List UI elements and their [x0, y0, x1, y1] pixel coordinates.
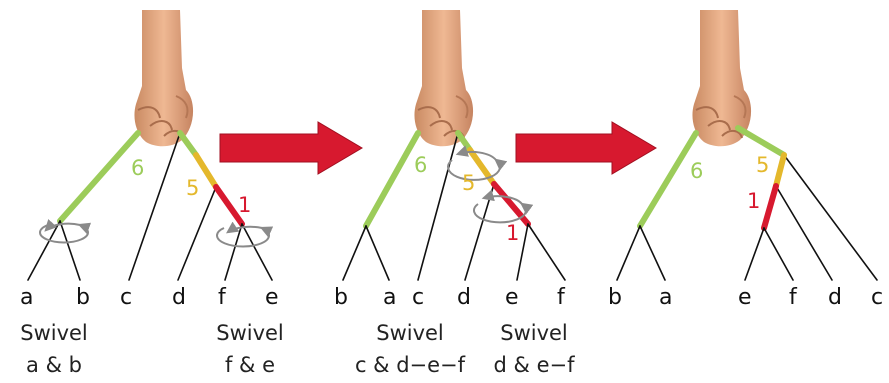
leaf-label: e [505, 285, 519, 310]
caption-line-1: Swivel [376, 321, 444, 345]
right-arrow-icon [219, 121, 363, 175]
branch-6-right [735, 125, 787, 158]
edge-e [516, 223, 529, 281]
branch-label-1: 1 [747, 189, 760, 213]
edge-c [128, 132, 181, 281]
edge-a [27, 220, 61, 281]
leaf-label: c [412, 285, 424, 310]
leaf-label: e [738, 285, 752, 310]
leaf-label: b [76, 285, 90, 310]
caption-line-1: Swivel [216, 321, 284, 345]
branch-label-5: 5 [462, 171, 475, 195]
leaf-label: b [334, 285, 348, 310]
edge-b [616, 225, 641, 281]
caption-line-2: d & e−f [494, 353, 576, 377]
branch-6 [363, 130, 421, 229]
edge-d [775, 185, 833, 281]
leaf-label: f [557, 285, 566, 310]
branch-1 [761, 183, 779, 231]
rotate-arrow-icon [473, 189, 534, 224]
leaf-label: d [172, 285, 186, 310]
branch-label-1: 1 [238, 193, 251, 217]
caption-line-2: f & e [225, 353, 275, 377]
right-arrow-icon [515, 121, 657, 175]
branch-6 [637, 130, 699, 229]
edge-e [241, 223, 273, 281]
rotate-arrow-icon [39, 218, 92, 244]
edge-d [177, 186, 217, 281]
branch-label-1: 1 [506, 221, 519, 245]
panel-1: 6 5 1 a b c d f e Swivel a & b Swivel f … [20, 9, 284, 377]
edge-f [224, 223, 243, 281]
edge-f [763, 227, 794, 281]
branch-label-6: 6 [131, 156, 144, 180]
branch-6 [57, 130, 141, 224]
branch-5 [467, 147, 497, 187]
branch-6-right [177, 130, 199, 158]
branch-1 [213, 184, 245, 227]
rotate-arrow-icon [447, 145, 508, 181]
edge-b [59, 220, 81, 281]
edge-a [365, 225, 390, 281]
caption-line-2: c & d−e−f [355, 353, 466, 377]
branch-label-6: 6 [690, 159, 703, 183]
caption-line-2: a & b [26, 353, 82, 377]
leaf-label: a [659, 285, 672, 310]
leaf-label: d [457, 285, 471, 310]
leaf-label: f [789, 285, 798, 310]
branch-5 [773, 152, 787, 189]
panel-1-branches [27, 130, 273, 281]
caption-line-1: Swivel [20, 321, 88, 345]
branch-label-6: 6 [414, 153, 427, 177]
leaf-label: e [265, 285, 279, 310]
leaf-label: b [608, 285, 622, 310]
panel-3-branches [616, 125, 878, 281]
panel-2: 6 5 1 b a c d e f Swivel c & d−e−f Swive… [334, 9, 576, 377]
panel-3: 6 5 1 b a e f d c [608, 9, 883, 310]
hand-icon [133, 9, 195, 148]
leaf-label: a [383, 285, 396, 310]
leaf-label: d [828, 285, 842, 310]
leaf-label: a [20, 285, 33, 310]
leaf-label: c [871, 285, 883, 310]
edge-b [342, 225, 367, 281]
branch-5 [193, 152, 219, 190]
edge-f [527, 223, 566, 281]
caption-line-1: Swivel [500, 321, 568, 345]
leaf-label: f [218, 285, 227, 310]
edge-e [744, 227, 765, 281]
branch-label-5: 5 [756, 153, 769, 177]
edge-a [639, 225, 666, 281]
rotate-arrow-icon [216, 221, 274, 248]
hand-icon [413, 9, 475, 148]
edge-d [464, 183, 495, 281]
edge-c [417, 132, 459, 281]
branch-label-5: 5 [186, 176, 199, 200]
leaf-label: c [120, 285, 132, 310]
hand-icon [691, 9, 753, 148]
edge-c [783, 154, 878, 281]
